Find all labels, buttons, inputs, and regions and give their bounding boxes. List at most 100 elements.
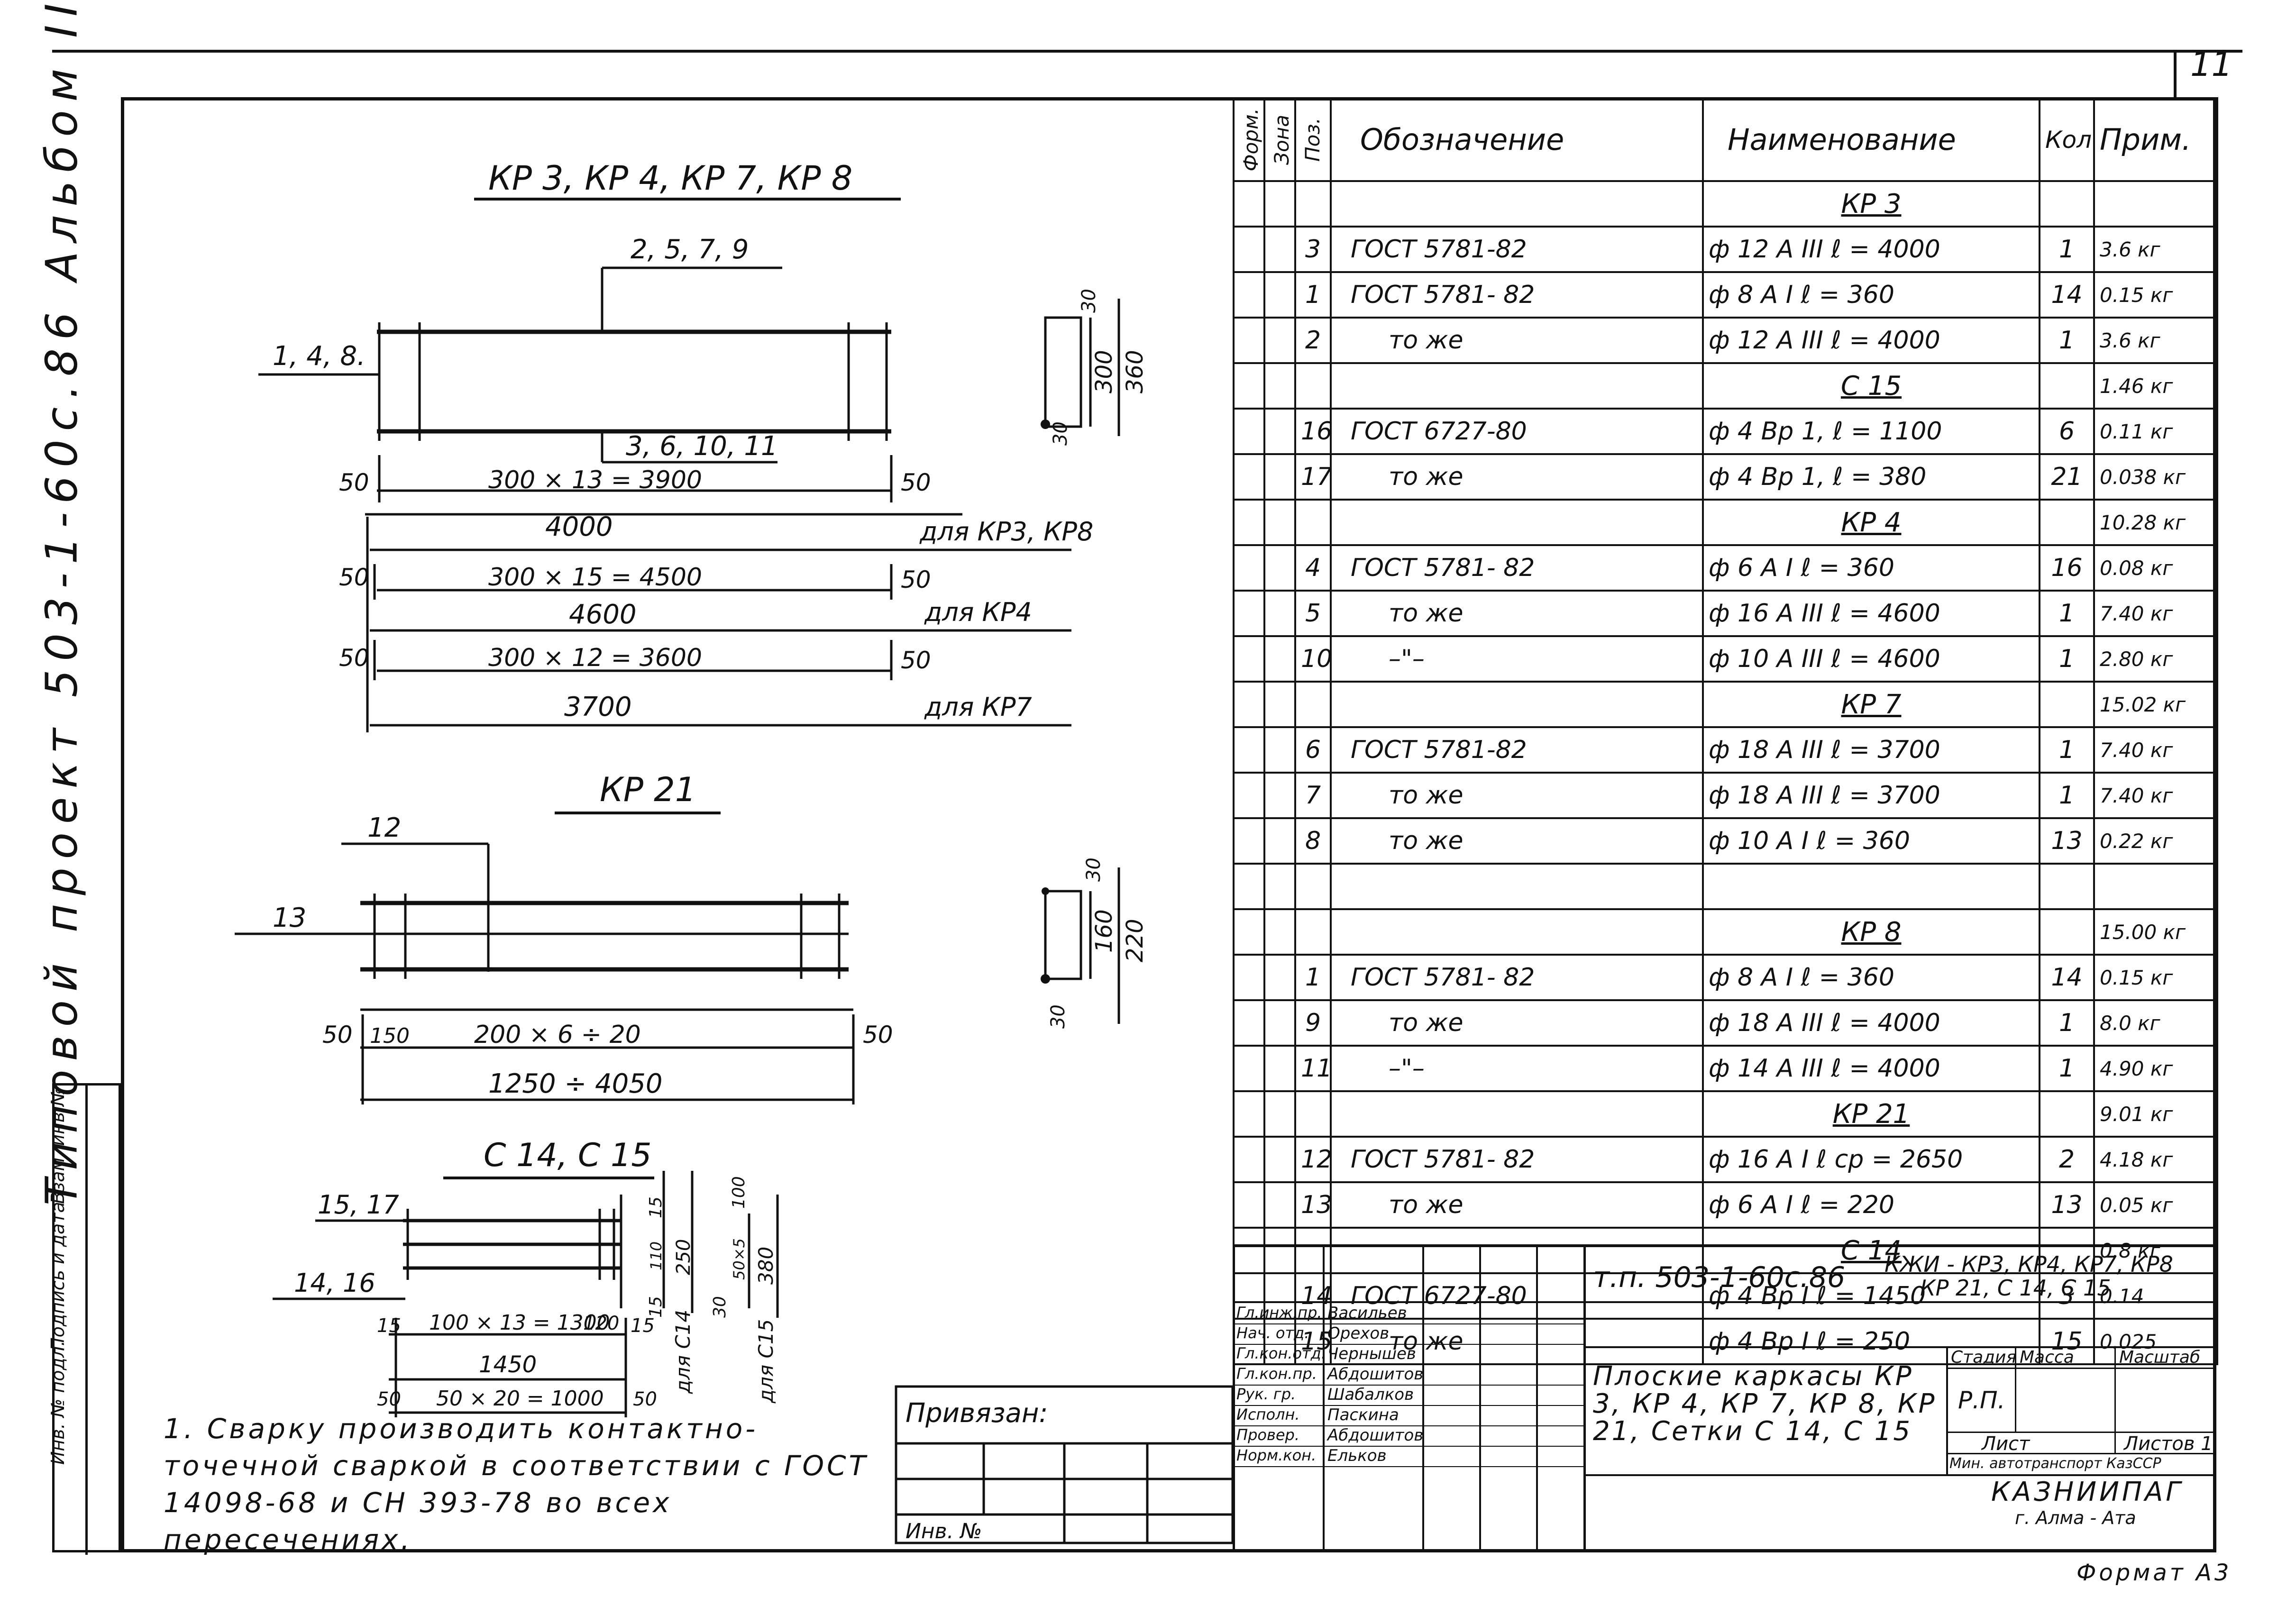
c-section-e: 30: [710, 1296, 730, 1318]
kr-dim1-right: 50: [901, 469, 931, 496]
c-dim-row3-right: 50: [633, 1388, 657, 1410]
cell-zone: [1263, 453, 1296, 501]
tb-name: Ельков: [1327, 1446, 1387, 1465]
cell-note: 0.15 кг: [2093, 954, 2218, 1001]
tb-code: КЖИ - КР3, КР4, КР7, КР8: [1884, 1251, 2173, 1277]
tb-role: Гл.кон.пр.: [1236, 1365, 1317, 1383]
cell-note: 9.01 кг: [2093, 1090, 2218, 1138]
cell-pos: [1294, 499, 1332, 546]
cell-zone: [1263, 863, 1296, 910]
cell-qty: [2039, 908, 2095, 956]
tb-role: Рук. гр.: [1236, 1385, 1296, 1403]
cell-note: 0.038 кг: [2093, 453, 2218, 501]
cell-zone: [1263, 408, 1296, 455]
tb-org-line: Мин. автотранспорт КазССР: [1949, 1455, 2161, 1472]
cell-qty: 1: [2039, 1045, 2095, 1092]
cell-designation: то же: [1330, 817, 1704, 865]
cell-pos: 1: [1294, 271, 1332, 319]
tb-org: КАЗНИИПАГ: [1991, 1477, 2184, 1507]
kr21-section-bottom: 30: [1047, 1004, 1069, 1029]
cell-designation: то же: [1330, 590, 1704, 637]
cell-designation: [1330, 1090, 1704, 1138]
cell-note: 7.40 кг: [2093, 726, 2218, 774]
cell-qty: [2039, 499, 2095, 546]
cell-format: [1233, 726, 1265, 774]
cell-zone: [1263, 1272, 1296, 1320]
cell-qty: [2039, 1090, 2095, 1138]
cell-format: [1233, 362, 1265, 410]
cell-format: [1233, 180, 1265, 228]
cell-designation: то же: [1330, 999, 1704, 1047]
cell-pos: 16: [1294, 408, 1332, 455]
cell-designation: ГОСТ 6727-80: [1330, 1272, 1704, 1320]
cell-qty: 14: [2039, 954, 2095, 1001]
c-section-c: 110: [647, 1241, 665, 1270]
cell-format: [1233, 317, 1265, 364]
cell-note: 15.00 кг: [2093, 908, 2218, 956]
c-for-15: для С15: [754, 1319, 778, 1404]
cell-name: КР 7: [1702, 681, 2040, 728]
cell-designation: [1330, 362, 1704, 410]
cell-name: ф 12 А III ℓ = 4000: [1702, 317, 2040, 364]
cell-name: ф 4 Вр 1, ℓ = 380: [1702, 453, 2040, 501]
cell-note: 10.28 кг: [2093, 499, 2218, 546]
kr-group-title: КР 3, КР 4, КР 7, КР 8: [488, 159, 852, 198]
cell-name: КР 3: [1702, 180, 2040, 228]
cell-pos: 11: [1294, 1045, 1332, 1092]
c-section-f: 50×5: [730, 1238, 748, 1280]
cell-qty: 16: [2039, 544, 2095, 592]
cell-pos: 12: [1294, 1136, 1332, 1183]
cell-designation: то же: [1330, 317, 1704, 364]
cell-note: 3.6 кг: [2093, 226, 2218, 273]
cell-name: ф 16 А III ℓ = 4600: [1702, 590, 2040, 637]
cell-pos: [1294, 908, 1332, 956]
cell-format: [1233, 817, 1265, 865]
kr-dim2-right: 50: [901, 566, 931, 593]
cell-zone: [1263, 635, 1296, 683]
kr-left-callout: 1, 4, 8.: [273, 341, 366, 372]
cell-note: 2.80 кг: [2093, 635, 2218, 683]
cell-designation: ГОСТ 5781-82: [1330, 726, 1704, 774]
cell-designation: [1330, 499, 1704, 546]
tb-name: Васильев: [1327, 1304, 1407, 1323]
cell-zone: [1263, 499, 1296, 546]
tb-role: Гл.кон.отд.: [1236, 1344, 1326, 1362]
cell-format: [1233, 226, 1265, 273]
cell-name: С 15: [1702, 362, 2040, 410]
tb-city: г. Алма - Ата: [2015, 1507, 2136, 1528]
header-name: Наименование: [1702, 97, 2040, 182]
cell-qty: 1: [2039, 726, 2095, 774]
cell-zone: [1263, 226, 1296, 273]
cell-name: ф 10 А III ℓ = 4600: [1702, 635, 2040, 683]
drawing-area: КР 3, КР 4, КР 7, КР 8 2, 5, 7, 9 1, 4, …: [235, 159, 1233, 1544]
cell-zone: [1263, 908, 1296, 956]
cell-zone: [1263, 726, 1296, 774]
tb-sheet-label: Лист: [1982, 1433, 2030, 1455]
cell-format: [1233, 635, 1265, 683]
cell-zone: [1263, 681, 1296, 728]
cell-pos: 7: [1294, 772, 1332, 819]
cell-designation: –"–: [1330, 1045, 1704, 1092]
cell-designation: ГОСТ 6727-80: [1330, 408, 1704, 455]
cell-pos: [1294, 362, 1332, 410]
cell-name: ф 18 А III ℓ = 4000: [1702, 999, 2040, 1047]
header-qty: Кол: [2039, 97, 2095, 182]
kr21-callout-top: 12: [367, 812, 401, 843]
kr-dim3-right: 50: [901, 647, 931, 674]
kr21-section-total: 220: [1122, 919, 1148, 962]
kr-section-top: 30: [1078, 289, 1100, 313]
cell-designation: то же: [1330, 772, 1704, 819]
cell-name: ф 18 А III ℓ = 3700: [1702, 726, 2040, 774]
cell-qty: [2039, 1227, 2095, 1274]
cell-zone: [1263, 999, 1296, 1047]
kr21-dim-right: 50: [863, 1021, 893, 1049]
cell-qty: 3: [2039, 1272, 2095, 1320]
